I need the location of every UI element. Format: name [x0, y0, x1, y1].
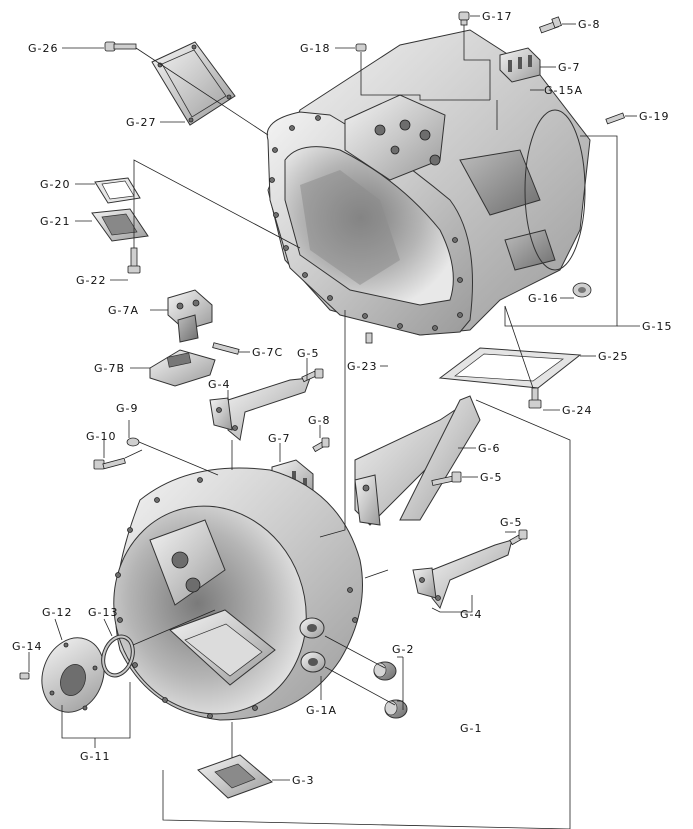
label-g19: G-19 — [639, 110, 670, 123]
g2-bushing-lower — [384, 699, 408, 719]
g17-plug — [458, 11, 470, 26]
label-g5-mid: G-5 — [480, 471, 503, 484]
g10-bolt — [93, 457, 126, 470]
transmission-case — [266, 29, 592, 336]
g18-plug — [355, 43, 367, 52]
label-g8-top: G-8 — [578, 18, 601, 31]
g7-block — [499, 47, 541, 83]
g26-bolt — [104, 41, 137, 52]
case-flange-holes — [269, 115, 463, 331]
label-g5-lower: G-5 — [500, 516, 523, 529]
label-g9: G-9 — [116, 402, 139, 415]
bell-housing — [113, 467, 363, 721]
g8-bolt — [539, 16, 562, 34]
label-g22: G-22 — [76, 274, 107, 287]
g12-cover-plate — [41, 637, 105, 713]
g2-bushing-upper — [373, 661, 397, 681]
label-g24: G-24 — [562, 404, 593, 417]
label-g20: G-20 — [40, 178, 71, 191]
label-g18: G-18 — [300, 42, 331, 55]
g27-cover-plate — [151, 41, 236, 126]
label-g7-top: G-7 — [558, 61, 581, 74]
g3-plate — [197, 754, 273, 799]
label-g5-upper: G-5 — [297, 347, 320, 360]
label-g4-lower: G-4 — [460, 608, 483, 621]
g25-gasket — [438, 347, 582, 389]
label-g15: G-15 — [642, 320, 673, 333]
g5-bolt-mid — [431, 471, 462, 486]
label-g7-mid: G-7 — [268, 432, 291, 445]
label-g2: G-2 — [392, 643, 415, 656]
g9-washer — [126, 437, 140, 447]
part-labels: G-17 G-8 G-7 G-15A G-19 G-18 G-26 G-27 G… — [12, 10, 673, 787]
label-g4-upper: G-4 — [208, 378, 231, 391]
g7a-block — [167, 289, 213, 343]
label-g1: G-1 — [460, 722, 483, 735]
g19-pin — [605, 112, 625, 125]
label-g7c: G-7C — [252, 346, 283, 359]
g4-bracket-lower — [412, 539, 513, 610]
label-g26: G-26 — [28, 42, 59, 55]
label-g21: G-21 — [40, 215, 71, 228]
label-g1a: G-1A — [306, 704, 337, 717]
label-g10: G-10 — [86, 430, 117, 443]
g20-gasket — [94, 177, 141, 204]
g7b-bracket — [149, 349, 216, 387]
drain-plug — [572, 282, 592, 298]
label-g3: G-3 — [292, 774, 315, 787]
g5-bolt-lower — [509, 529, 528, 546]
g4-bracket-upper — [209, 377, 311, 441]
label-g25: G-25 — [598, 350, 629, 363]
label-g17: G-17 — [482, 10, 513, 23]
g23-pin — [365, 332, 373, 344]
g5-bolt-upper — [301, 368, 324, 383]
label-g23: G-23 — [347, 360, 378, 373]
label-g16: G-16 — [528, 292, 559, 305]
label-g13: G-13 — [88, 606, 119, 619]
label-g12: G-12 — [42, 606, 73, 619]
label-g11: G-11 — [80, 750, 111, 763]
g7c-pin — [212, 342, 240, 355]
bell-flange-holes — [115, 477, 358, 719]
g21-plate — [91, 208, 149, 242]
label-g15a: G-15A — [544, 84, 583, 97]
label-g27: G-27 — [126, 116, 157, 129]
g22-bolt — [127, 247, 141, 274]
g14-screw — [19, 672, 30, 680]
label-g6: G-6 — [478, 442, 501, 455]
g24-bolt — [528, 387, 542, 409]
g13-seal — [101, 634, 135, 678]
leader-lines — [28, 15, 640, 829]
label-g7b: G-7B — [94, 362, 125, 375]
label-g7a: G-7A — [108, 304, 139, 317]
label-g14: G-14 — [12, 640, 43, 653]
label-g8-mid: G-8 — [308, 414, 331, 427]
g8-bolt-mid — [312, 437, 330, 453]
g6-housing — [354, 395, 481, 526]
